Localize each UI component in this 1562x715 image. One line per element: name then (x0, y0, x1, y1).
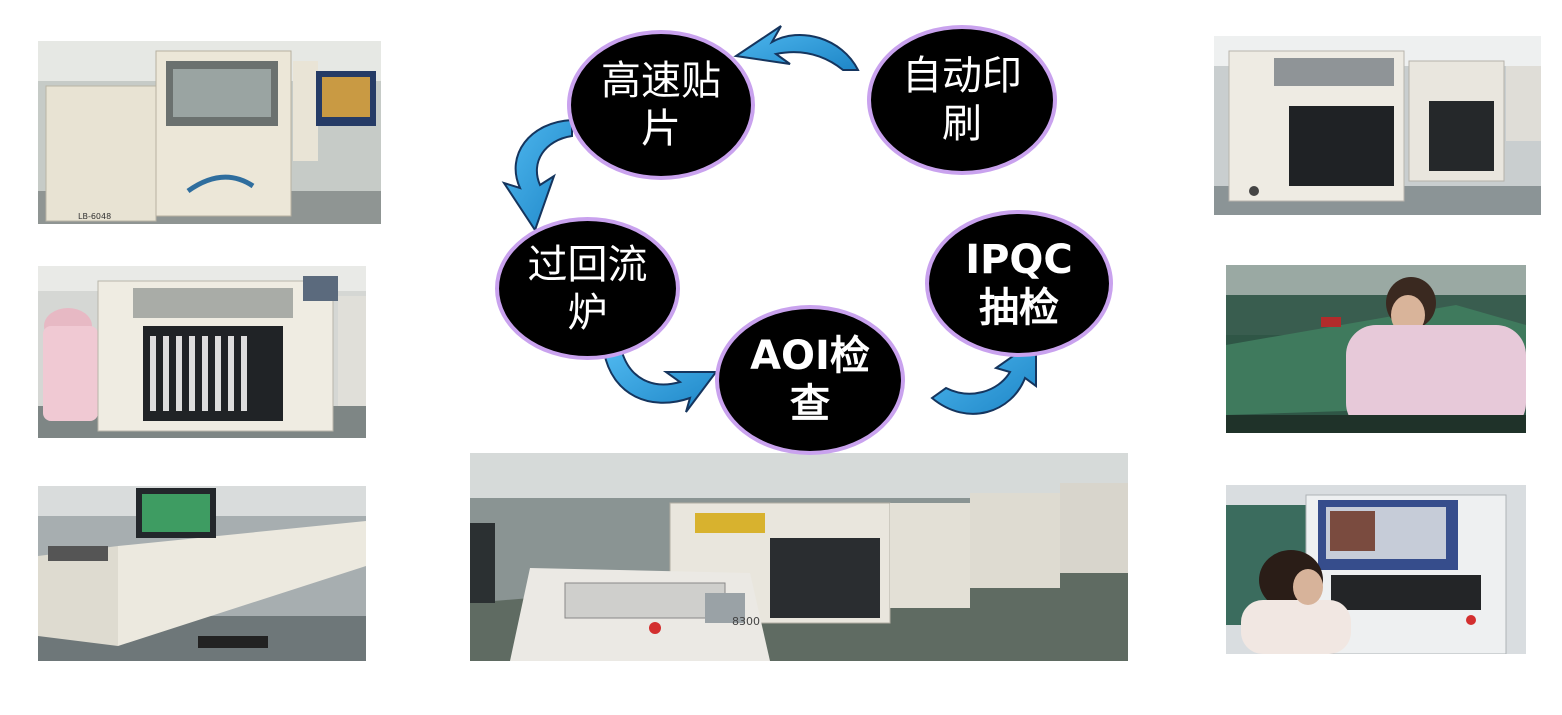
mounter-machine-right-photo (1214, 36, 1541, 215)
step-high-speed-mounting-label: 高速贴 片 (601, 58, 721, 152)
aoi-machine-illustration (1226, 485, 1526, 654)
production-line-illustration: 8300 (470, 453, 1128, 661)
production-line-photo: 8300 (470, 453, 1128, 661)
reflow-oven-left-illustration (38, 486, 366, 661)
step-ipqc-sampling-label: IPQC 抽检 (965, 236, 1073, 331)
ipqc-inspection-photo (1226, 265, 1526, 433)
step-auto-printing-label: 自动印 刷 (902, 53, 1022, 147)
step-aoi-inspection-label: AOI检 查 (750, 333, 870, 427)
mounter-machine-left-photo (38, 266, 366, 438)
mounter-machine-right-illustration (1214, 36, 1541, 215)
reflow-oven-left-photo (38, 486, 366, 661)
step-high-speed-mounting: 高速贴 片 (567, 30, 755, 180)
arrow-reflow-to-aoi (602, 351, 718, 413)
step-aoi-inspection: AOI检 查 (715, 305, 905, 455)
line-machine-number-text: 8300 (732, 615, 760, 628)
step-reflow-oven: 过回流 炉 (495, 217, 680, 360)
step-reflow-oven-label: 过回流 炉 (527, 241, 648, 336)
ipqc-inspection-illustration (1226, 265, 1526, 433)
step-auto-printing: 自动印 刷 (867, 25, 1057, 175)
arrow-mount-to-reflow (501, 118, 573, 233)
arrow-print-to-mount (733, 25, 860, 71)
mounter-machine-left-illustration (38, 266, 366, 438)
printer-machine-photo: LB-6048 (38, 41, 381, 224)
printer-machine-illustration: LB-6048 (38, 41, 381, 224)
step-ipqc-sampling: IPQC 抽检 (925, 210, 1113, 357)
aoi-machine-photo (1226, 485, 1526, 654)
printer-model-text: LB-6048 (78, 212, 111, 221)
